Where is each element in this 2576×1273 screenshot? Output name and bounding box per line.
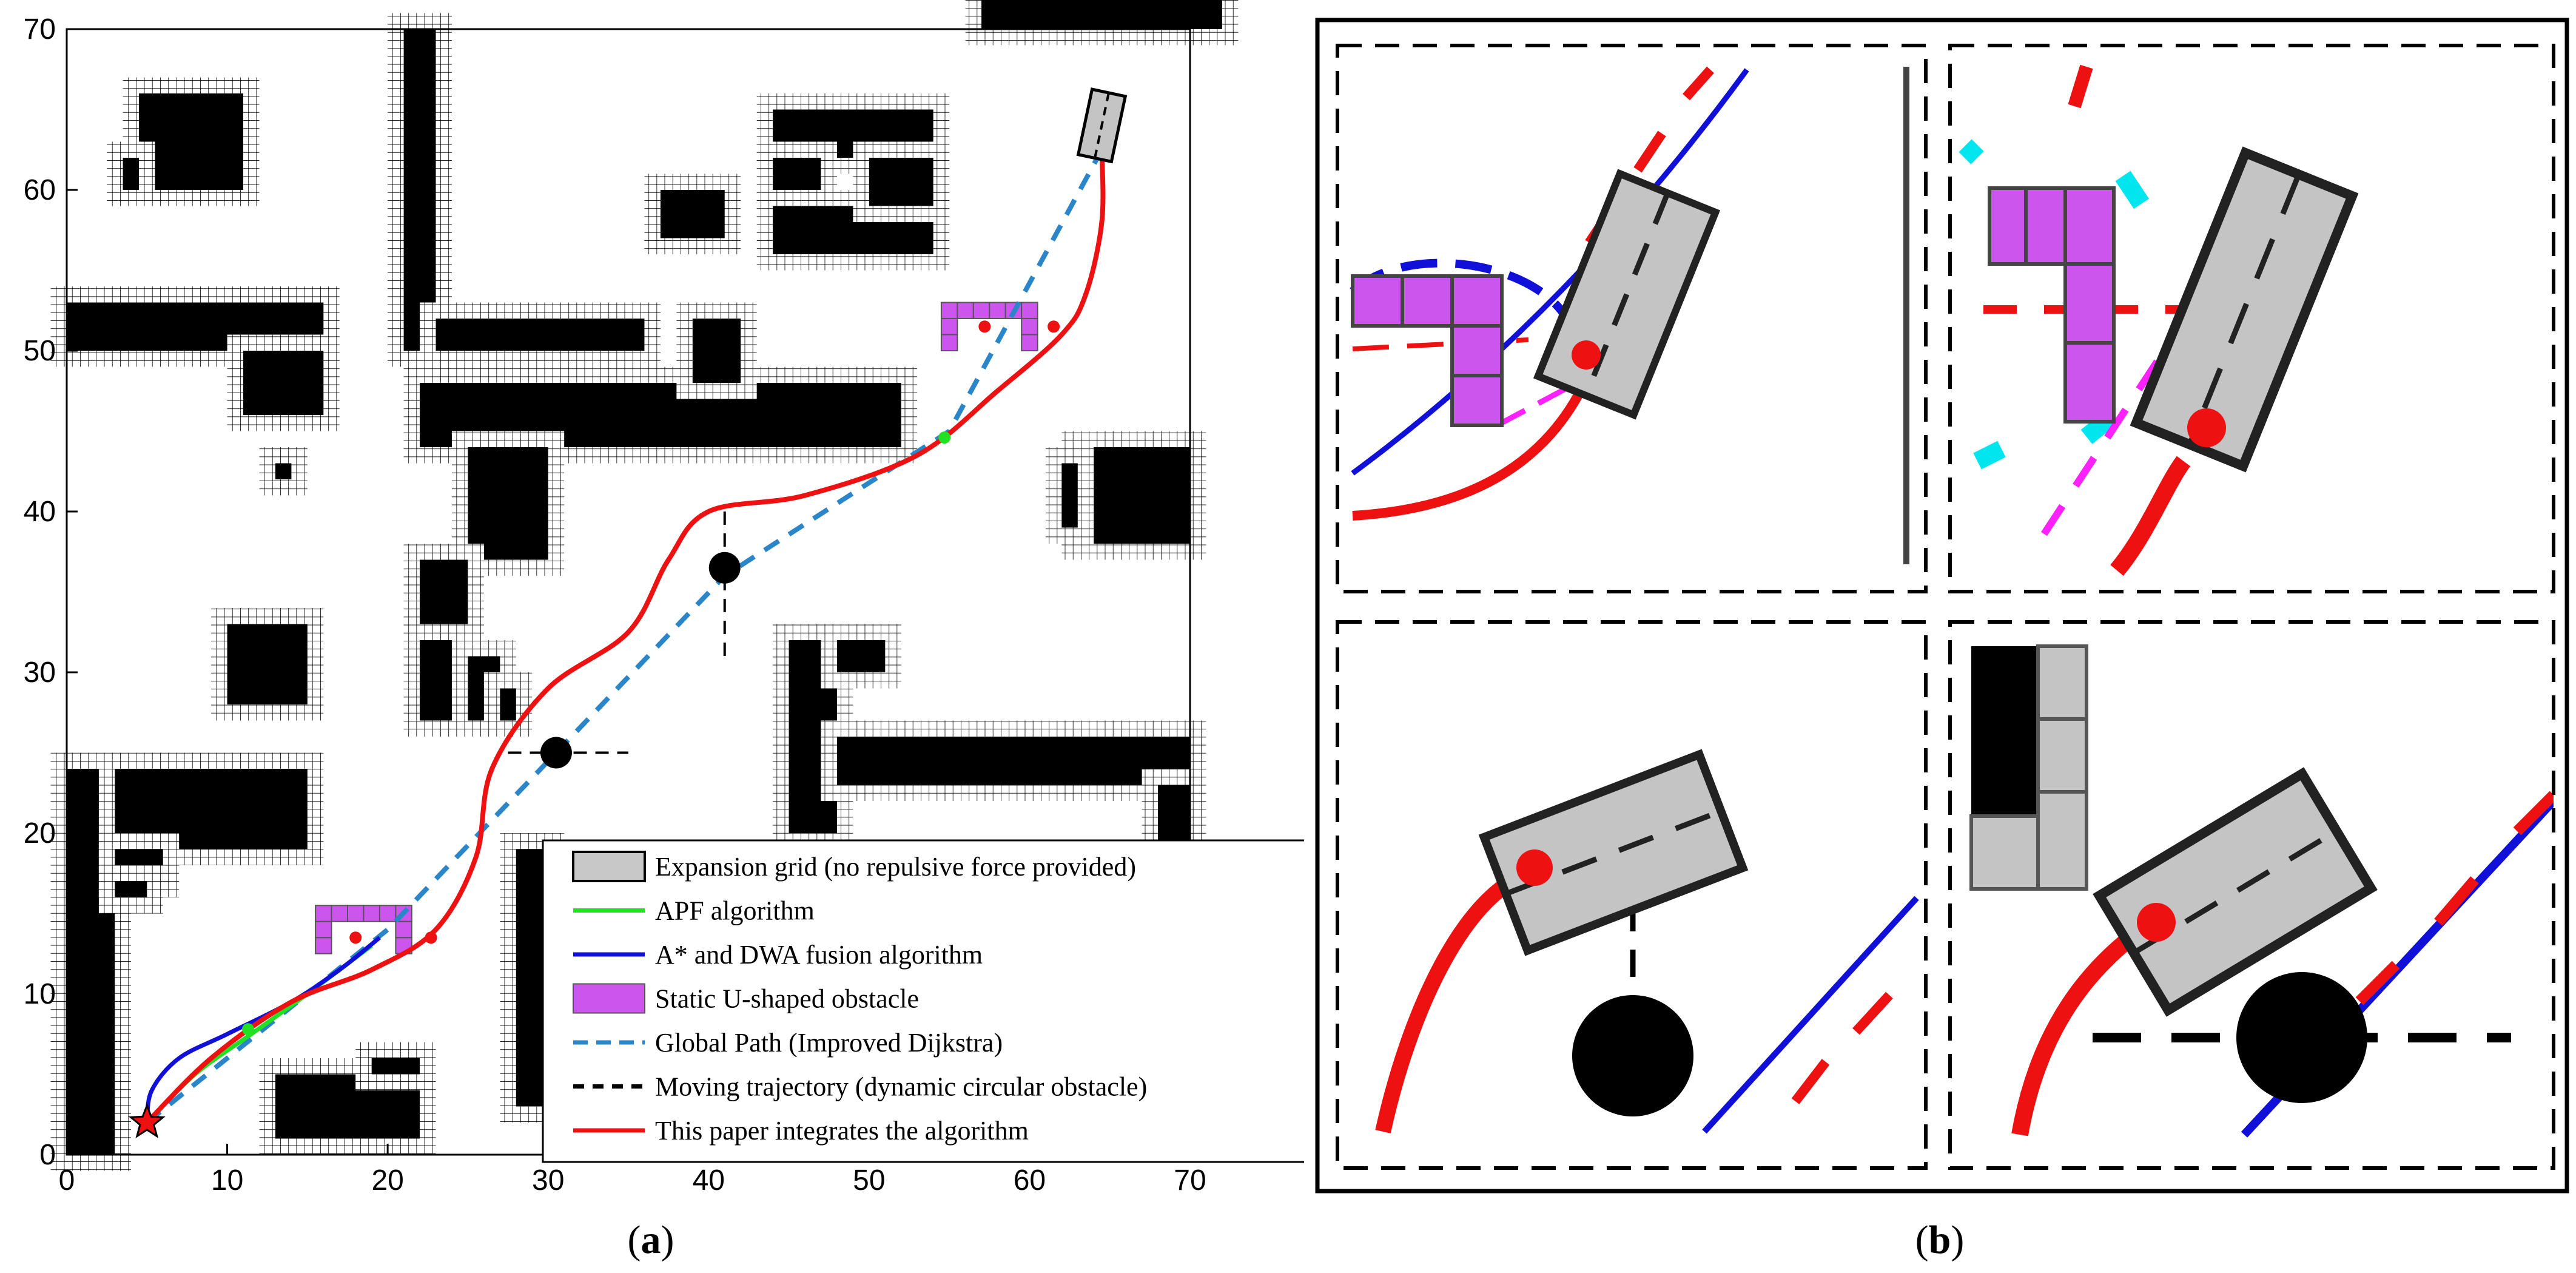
x-tick-label: 70 — [1174, 1164, 1206, 1197]
apf-marker — [241, 1023, 254, 1036]
obstacle-map — [50, 0, 1239, 1171]
obstacle-block — [98, 865, 163, 914]
obstacle-block — [821, 624, 901, 689]
y-tick-label: 40 — [24, 496, 56, 528]
u-shaped-obstacle — [940, 302, 1038, 351]
x-tick-label: 40 — [693, 1164, 725, 1197]
x-tick-label: 10 — [211, 1164, 243, 1197]
robot-marker — [1076, 87, 1128, 164]
u-shaped-obstacle — [315, 905, 412, 954]
x-tick-label: 60 — [1014, 1164, 1046, 1197]
legend-label: Expansion grid (no repulsive force provi… — [655, 852, 1136, 882]
caption-b: (b) — [1915, 1218, 1965, 1262]
inset-1-frame — [1336, 44, 1928, 593]
waypoint-marker — [978, 320, 991, 333]
x-tick-label: 30 — [532, 1164, 564, 1197]
obstacle-block — [853, 141, 950, 222]
obstacle-block — [1045, 447, 1094, 544]
obstacle-block — [676, 302, 757, 399]
legend-item-u_obstacle: Static U-shaped obstacle — [573, 983, 919, 1014]
waypoint-marker — [425, 931, 437, 944]
y-tick-label: 0 — [39, 1139, 56, 1171]
obstacle-block — [644, 174, 741, 254]
obstacle-block — [107, 141, 155, 206]
u-shaped-obstacles — [315, 302, 1038, 954]
legend-item-moving: Moving trajectory (dynamic circular obst… — [573, 1072, 1147, 1102]
obstacle-block — [483, 672, 533, 737]
start-marker — [128, 1102, 166, 1139]
y-tick-label: 10 — [24, 978, 56, 1010]
apf-marker — [938, 431, 951, 444]
inset-bottom-left — [1375, 749, 1919, 1134]
y-tick-label: 20 — [24, 817, 56, 849]
legend-label: This paper integrates the algorithm — [655, 1116, 1029, 1146]
integrated-path-line — [145, 149, 1106, 1124]
obstacle-block — [355, 1042, 436, 1090]
inset-outer-frame — [1315, 18, 2569, 1194]
legend-item-apf: APF algorithm — [573, 896, 815, 926]
legend-box — [542, 839, 1304, 1163]
legend-item-expansion: Expansion grid (no repulsive force provi… — [572, 851, 1136, 882]
path-planning-plot: 0 10 20 30 40 50 60 70 0 10 20 30 40 50 60 70 Expansion… — [24, 0, 1304, 1262]
legend-label: Static U-shaped obstacle — [655, 984, 919, 1014]
inset-3-frame — [1336, 620, 1928, 1170]
panel-a: 0 10 20 30 40 50 60 70 0 10 20 30 40 50 60 70 Expansion… — [24, 0, 1304, 1262]
x-tick-label: 0 — [59, 1164, 75, 1197]
obstacle-block — [123, 77, 260, 206]
legend-item-global_path: Global Path (Improved Dijkstra) — [573, 1028, 1003, 1058]
legend-item-integrated: This paper integrates the algorithm — [573, 1116, 1029, 1146]
legend-label: Global Path (Improved Dijkstra) — [655, 1028, 1003, 1058]
axis-ticks: 0 10 20 30 40 50 60 70 0 10 20 30 40 50 60 70 — [24, 13, 1206, 1197]
y-tick-label: 50 — [24, 335, 56, 367]
inset-top-left — [1350, 66, 1909, 564]
legend-item-astar_dwa: A* and DWA fusion algorithm — [573, 940, 983, 970]
caption-a: (a) — [628, 1218, 674, 1262]
obstacle-block — [821, 720, 1206, 801]
inset-top-right — [1959, 64, 2359, 576]
x-tick-label: 20 — [371, 1164, 403, 1197]
obstacle-block — [227, 334, 340, 431]
dynamic-obstacle — [540, 737, 572, 769]
legend-label: Moving trajectory (dynamic circular obst… — [655, 1072, 1147, 1102]
obstacle-block — [965, 0, 1239, 46]
y-tick-label: 60 — [24, 174, 56, 206]
inset-bottom-right — [1969, 644, 2554, 1138]
dynamic-obstacle — [708, 552, 741, 584]
waypoint-marker — [1048, 320, 1060, 333]
inset-2-frame — [1948, 44, 2555, 593]
waypoint-marker — [349, 931, 362, 944]
dynamic-obstacles — [508, 512, 741, 769]
legend-label: A* and DWA fusion algorithm — [655, 940, 983, 970]
x-tick-label: 50 — [853, 1164, 885, 1197]
obstacle-block — [420, 302, 661, 367]
y-tick-label: 30 — [24, 657, 56, 689]
inset-4-frame — [1948, 620, 2555, 1170]
legend: Expansion grid (no repulsive force provi… — [542, 839, 1304, 1163]
legend-label: APF algorithm — [655, 896, 815, 926]
zoom-insets: (b) — [1315, 18, 2569, 1262]
obstacle-block — [259, 447, 308, 496]
obstacle-block — [211, 608, 324, 721]
y-tick-label: 70 — [24, 13, 56, 46]
astar-dwa-path-line — [144, 936, 382, 1123]
panel-b: (b) — [1304, 0, 2576, 1273]
